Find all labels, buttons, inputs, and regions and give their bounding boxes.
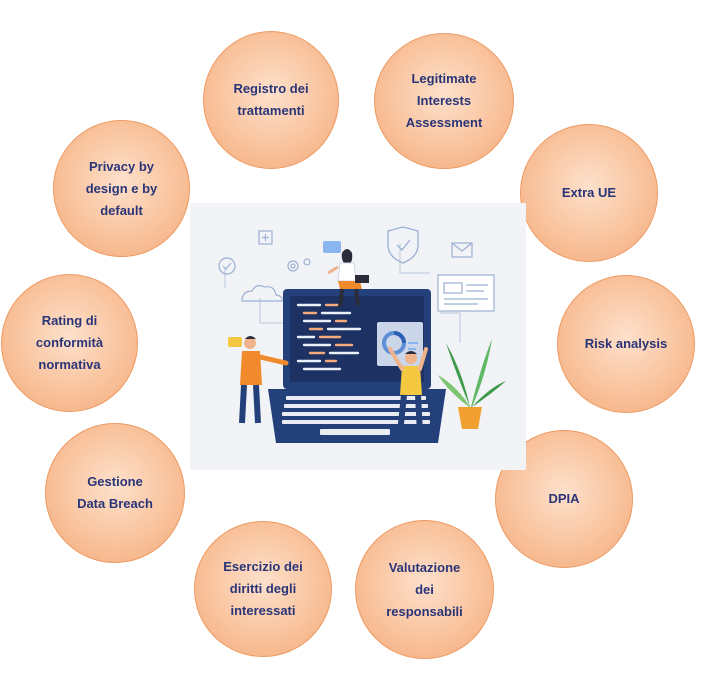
plant-icon xyxy=(438,339,506,429)
mail-icon xyxy=(451,242,473,258)
check-circle-icon xyxy=(218,257,236,275)
person-pointing-figure xyxy=(228,336,289,424)
person-sitting-figure xyxy=(327,249,369,308)
topic-circle-gestione: Gestione Data Breach xyxy=(45,423,185,563)
gear-icon xyxy=(287,258,311,272)
chat-bubble-icon xyxy=(323,241,341,253)
laptop-team-illustration xyxy=(190,203,526,470)
browser-window-icon xyxy=(437,274,495,312)
topic-circle-extra-ue: Extra UE xyxy=(520,124,658,262)
cloud-icon xyxy=(241,285,283,302)
person-arms-raised-figure xyxy=(388,347,428,434)
topic-circle-registro: Registro dei trattamenti xyxy=(203,31,339,169)
topic-circle-risk: Risk analysis xyxy=(557,275,695,413)
plus-icon xyxy=(258,230,273,245)
topic-circle-lia: Legitimate Interests Assessment xyxy=(374,33,514,169)
topic-circle-privacy: Privacy by design e by default xyxy=(53,120,190,257)
topic-circle-rating: Rating di conformità normativa xyxy=(1,274,138,412)
shield-icon xyxy=(387,226,419,264)
topic-circle-valutazione: Valutazione dei responsabili xyxy=(355,520,494,659)
topic-circle-esercizio: Esercizio dei diritti degli interessati xyxy=(194,521,332,657)
